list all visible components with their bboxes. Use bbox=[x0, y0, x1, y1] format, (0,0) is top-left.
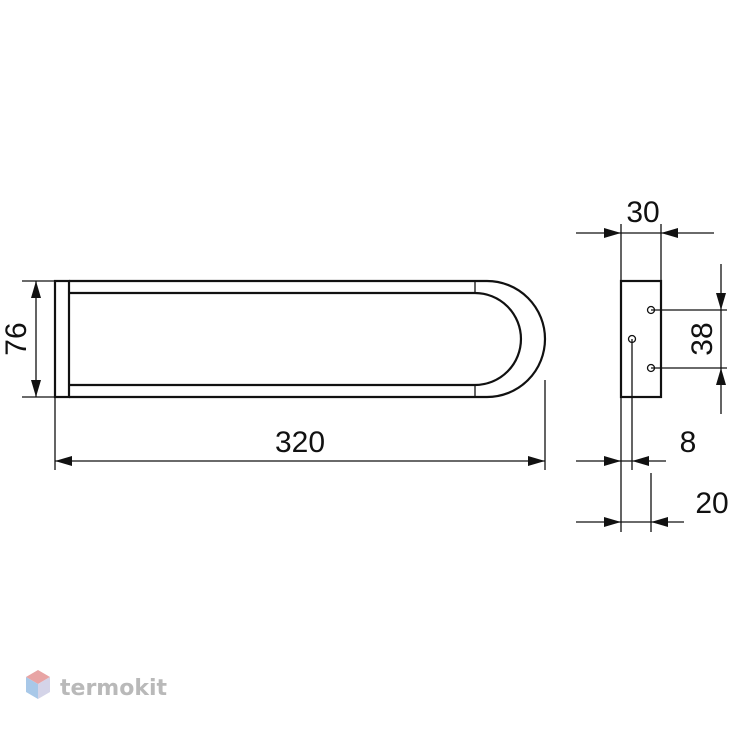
dimension-hole-spacing: 38 bbox=[651, 264, 727, 414]
watermark: termokit bbox=[26, 670, 167, 701]
side-view bbox=[619, 279, 663, 399]
dimension-hole-offset-label: 8 bbox=[680, 426, 697, 459]
dimension-length: 320 bbox=[54, 380, 546, 470]
watermark-brand: termokit bbox=[60, 676, 167, 701]
front-view bbox=[53, 279, 547, 399]
dimension-height-label: 76 bbox=[0, 322, 33, 355]
termokit-logo-icon bbox=[26, 670, 50, 699]
dimension-length-label: 320 bbox=[275, 426, 325, 459]
dimension-base-depth: 20 bbox=[576, 487, 729, 527]
dimension-hole-offset: 8 bbox=[576, 339, 696, 532]
bar-outer-outline bbox=[69, 279, 547, 399]
bar-inner-outline bbox=[69, 291, 523, 387]
dimension-base-depth-label: 20 bbox=[695, 487, 728, 520]
mounting-block bbox=[619, 279, 663, 399]
dimension-height: 76 bbox=[0, 280, 55, 398]
wall-plate bbox=[53, 279, 71, 399]
dimension-depth-label: 30 bbox=[626, 196, 659, 229]
dimension-hole-spacing-label: 38 bbox=[686, 322, 719, 355]
dimension-depth: 30 bbox=[576, 196, 714, 281]
